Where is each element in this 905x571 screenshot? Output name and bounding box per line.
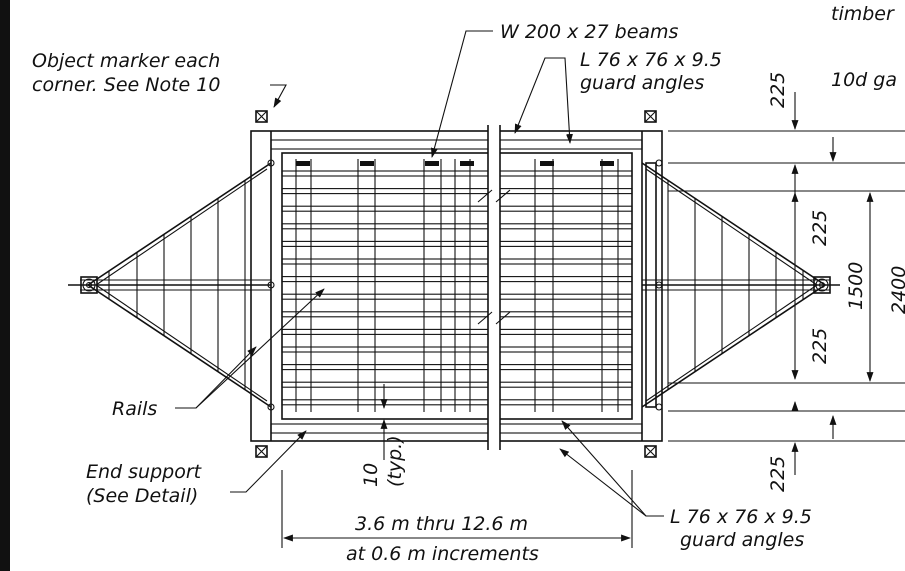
beam-flange-marker [540, 161, 554, 166]
left-tongue-frame [68, 162, 272, 408]
end-support-label-2: (See Detail) [86, 485, 198, 507]
beams-label: W 200 x 27 beams [500, 21, 679, 43]
dimension-lines [281, 92, 905, 548]
beam [281, 188, 633, 195]
object-marker-icon [644, 110, 657, 123]
nails-label: 10d ga [831, 69, 897, 91]
break-line-symbol [477, 125, 511, 450]
gap-typical-note: (typ.) [384, 435, 406, 487]
right-hitch-icon [813, 276, 831, 294]
beam-flange-marker [425, 161, 439, 166]
deck-rails [295, 159, 619, 412]
beam-flange-marker [296, 161, 310, 166]
beam [281, 258, 633, 265]
beam [281, 346, 633, 353]
beam [281, 276, 633, 283]
object-marker-icon [644, 445, 657, 458]
length-increment-label: at 0.6 m increments [346, 543, 539, 565]
dim-inner-width: 1500 [845, 262, 867, 310]
gap-dimension: 10 [360, 463, 382, 487]
object-marker-icon [255, 110, 268, 123]
beam [281, 223, 633, 230]
beam-flange-marker [600, 161, 614, 166]
dim-top-offset: 225 [767, 72, 789, 108]
deck-beams [281, 170, 633, 406]
rails-label: Rails [112, 398, 157, 420]
object-marker-label-1: Object marker each [32, 50, 220, 72]
beam [281, 170, 633, 177]
right-tongue-frame [641, 162, 840, 408]
guard-angles-bottom-label: guard angles [680, 529, 804, 551]
guard-angles-bottom-size: L 76 x 76 x 9.5 [670, 506, 812, 528]
dim-bottom-offset: 225 [767, 456, 789, 492]
object-marker-icons [255, 110, 657, 458]
beam [281, 364, 633, 371]
dim-lower-offset: 225 [809, 328, 831, 364]
beam [281, 293, 633, 300]
beam [281, 399, 633, 406]
beam [281, 205, 633, 212]
beam-flange-marker [460, 161, 474, 166]
beam [281, 311, 633, 318]
length-range-label: 3.6 m thru 12.6 m [355, 513, 528, 535]
deck-frame [250, 130, 663, 442]
left-hitch-icon [80, 276, 98, 294]
beam [281, 328, 633, 335]
dim-overall-width: 2400 [888, 266, 905, 314]
left-border-bar [0, 0, 10, 571]
end-support-label-1: End support [86, 461, 203, 483]
object-marker-icon [255, 445, 268, 458]
beam [281, 240, 633, 247]
frame-bolts [267, 159, 663, 411]
guard-angles-top-label: guard angles [580, 72, 704, 94]
object-marker-label-2: corner. See Note 10 [32, 74, 220, 96]
timber-label: timber [831, 3, 895, 25]
guard-angles-top-size: L 76 x 76 x 9.5 [580, 49, 722, 71]
leader-lines [175, 30, 664, 517]
beam [281, 381, 633, 388]
beam-flange-marker [360, 161, 374, 166]
dim-upper-offset: 225 [809, 210, 831, 246]
